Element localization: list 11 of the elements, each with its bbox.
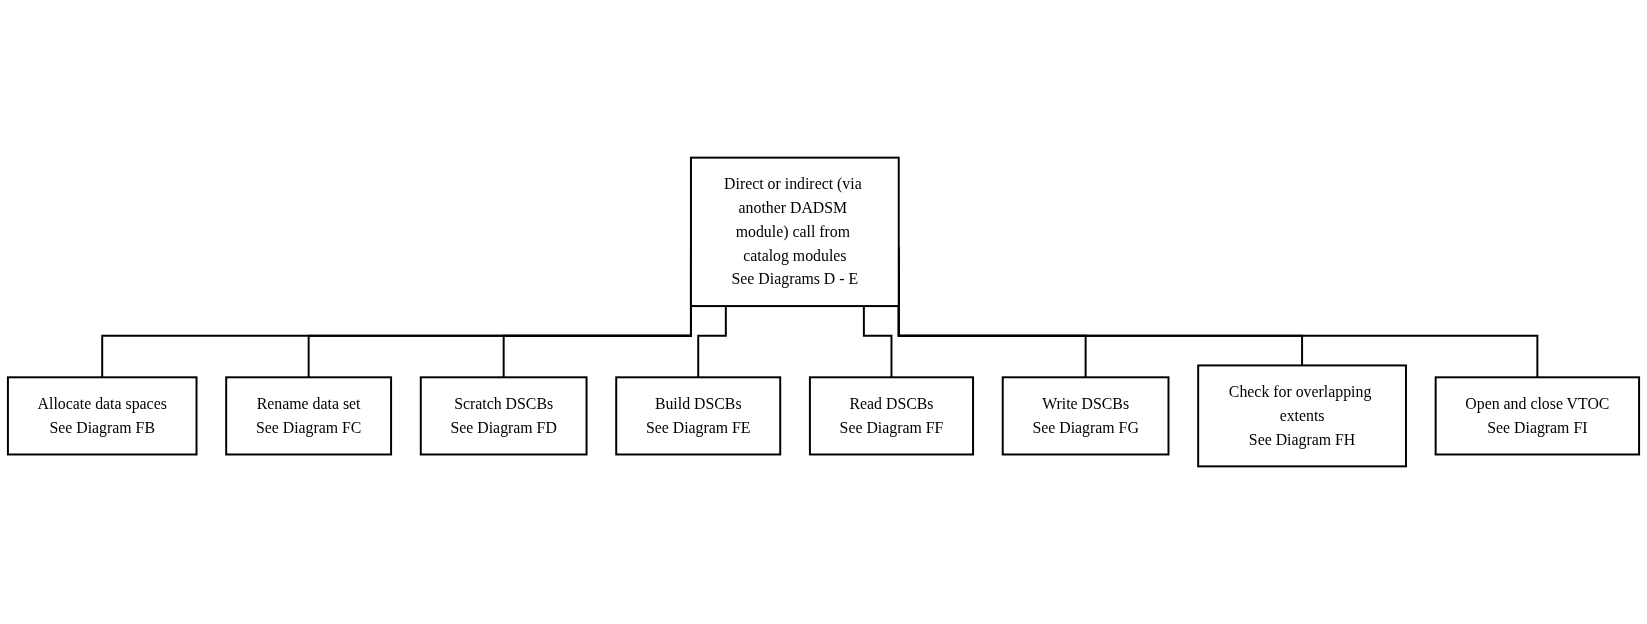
node-box: Build DSCBs See Diagram FE: [615, 376, 782, 456]
node-box: Write DSCBs See Diagram FG: [1001, 376, 1170, 456]
node-box: Check for overlapping extents See Diagram FH: [1197, 364, 1407, 468]
node-box: Read DSCBs See Diagram FF: [808, 376, 975, 456]
node-box: Rename data set See Diagram FC: [225, 376, 393, 456]
connector: [697, 305, 727, 379]
node-box: Open and close VTOC See Diagram FI: [1434, 376, 1641, 456]
node-box: Direct or indirect (via another DADSM module) call from catalog modules See Diagrams D - E: [689, 156, 900, 308]
node-box: Allocate data spaces See Diagram FB: [6, 376, 198, 456]
node-box: Scratch DSCBs See Diagram FD: [419, 376, 588, 456]
connector: [862, 305, 893, 379]
